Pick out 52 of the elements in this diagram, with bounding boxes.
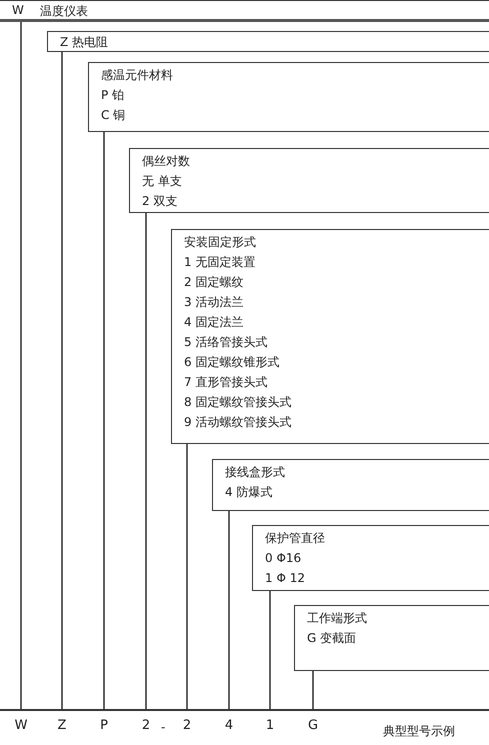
code-box	[252, 525, 489, 591]
category-text: 温度仪表	[40, 3, 88, 20]
code-option: 7 直形管接头式	[184, 372, 268, 392]
code-option: G 变截面	[307, 628, 356, 648]
code-option: 9 活动螺纹管接头式	[184, 412, 292, 432]
header-band	[0, 0, 489, 22]
leader-line	[312, 671, 314, 710]
code-option: 1 Φ 12	[265, 568, 305, 588]
code-box	[212, 459, 489, 511]
box-heading: 偶丝对数	[142, 153, 190, 170]
code-option: 8 固定螺纹管接头式	[184, 392, 292, 412]
code-option: P 铂	[101, 85, 124, 105]
code-option: 0 Φ16	[265, 548, 302, 568]
box-heading: 工作端形式	[307, 610, 367, 627]
code-letter: 4	[219, 718, 239, 734]
leader-line	[186, 444, 188, 710]
box-heading: 安装固定形式	[184, 234, 256, 251]
note-text: 典型型号示例	[383, 723, 455, 740]
code-option: 2 双支	[142, 191, 178, 211]
code-option: Z 热电阻	[60, 32, 108, 52]
leader-line	[228, 511, 230, 710]
note-text: -	[161, 720, 166, 734]
code-letter: P	[94, 718, 114, 734]
code-letter: 1	[260, 718, 280, 734]
code-option: 1 无固定装置	[184, 252, 256, 272]
code-box	[47, 31, 489, 52]
code-option: 无 单支	[142, 171, 182, 191]
code-box	[294, 605, 489, 671]
code-box	[88, 62, 489, 132]
code-letter: 2	[136, 718, 156, 734]
code-option: 4 固定法兰	[184, 312, 244, 332]
leader-line	[269, 591, 271, 710]
code-letter: 2	[177, 718, 197, 734]
code-option: 4 防爆式	[225, 482, 272, 502]
leader-line	[145, 213, 147, 710]
code-option: 2 固定螺纹	[184, 272, 244, 292]
leader-line	[61, 52, 63, 710]
code-option: 6 固定螺纹锥形式	[184, 352, 280, 372]
leader-line	[103, 132, 105, 710]
code-box	[129, 148, 489, 213]
code-option: C 铜	[101, 105, 126, 125]
box-heading: 保护管直径	[265, 530, 325, 547]
code-option: 3 活动法兰	[184, 292, 244, 312]
box-heading: 接线盒形式	[225, 464, 285, 481]
code-letter: G	[303, 718, 323, 734]
box-heading: 感温元件材料	[101, 67, 173, 84]
code-option: 5 活络管接头式	[184, 332, 268, 352]
leader-line	[20, 22, 22, 710]
code-letter: Z	[52, 718, 72, 734]
code-box	[171, 229, 489, 444]
code-letter: W	[11, 718, 31, 734]
code-letter: W	[12, 3, 24, 17]
